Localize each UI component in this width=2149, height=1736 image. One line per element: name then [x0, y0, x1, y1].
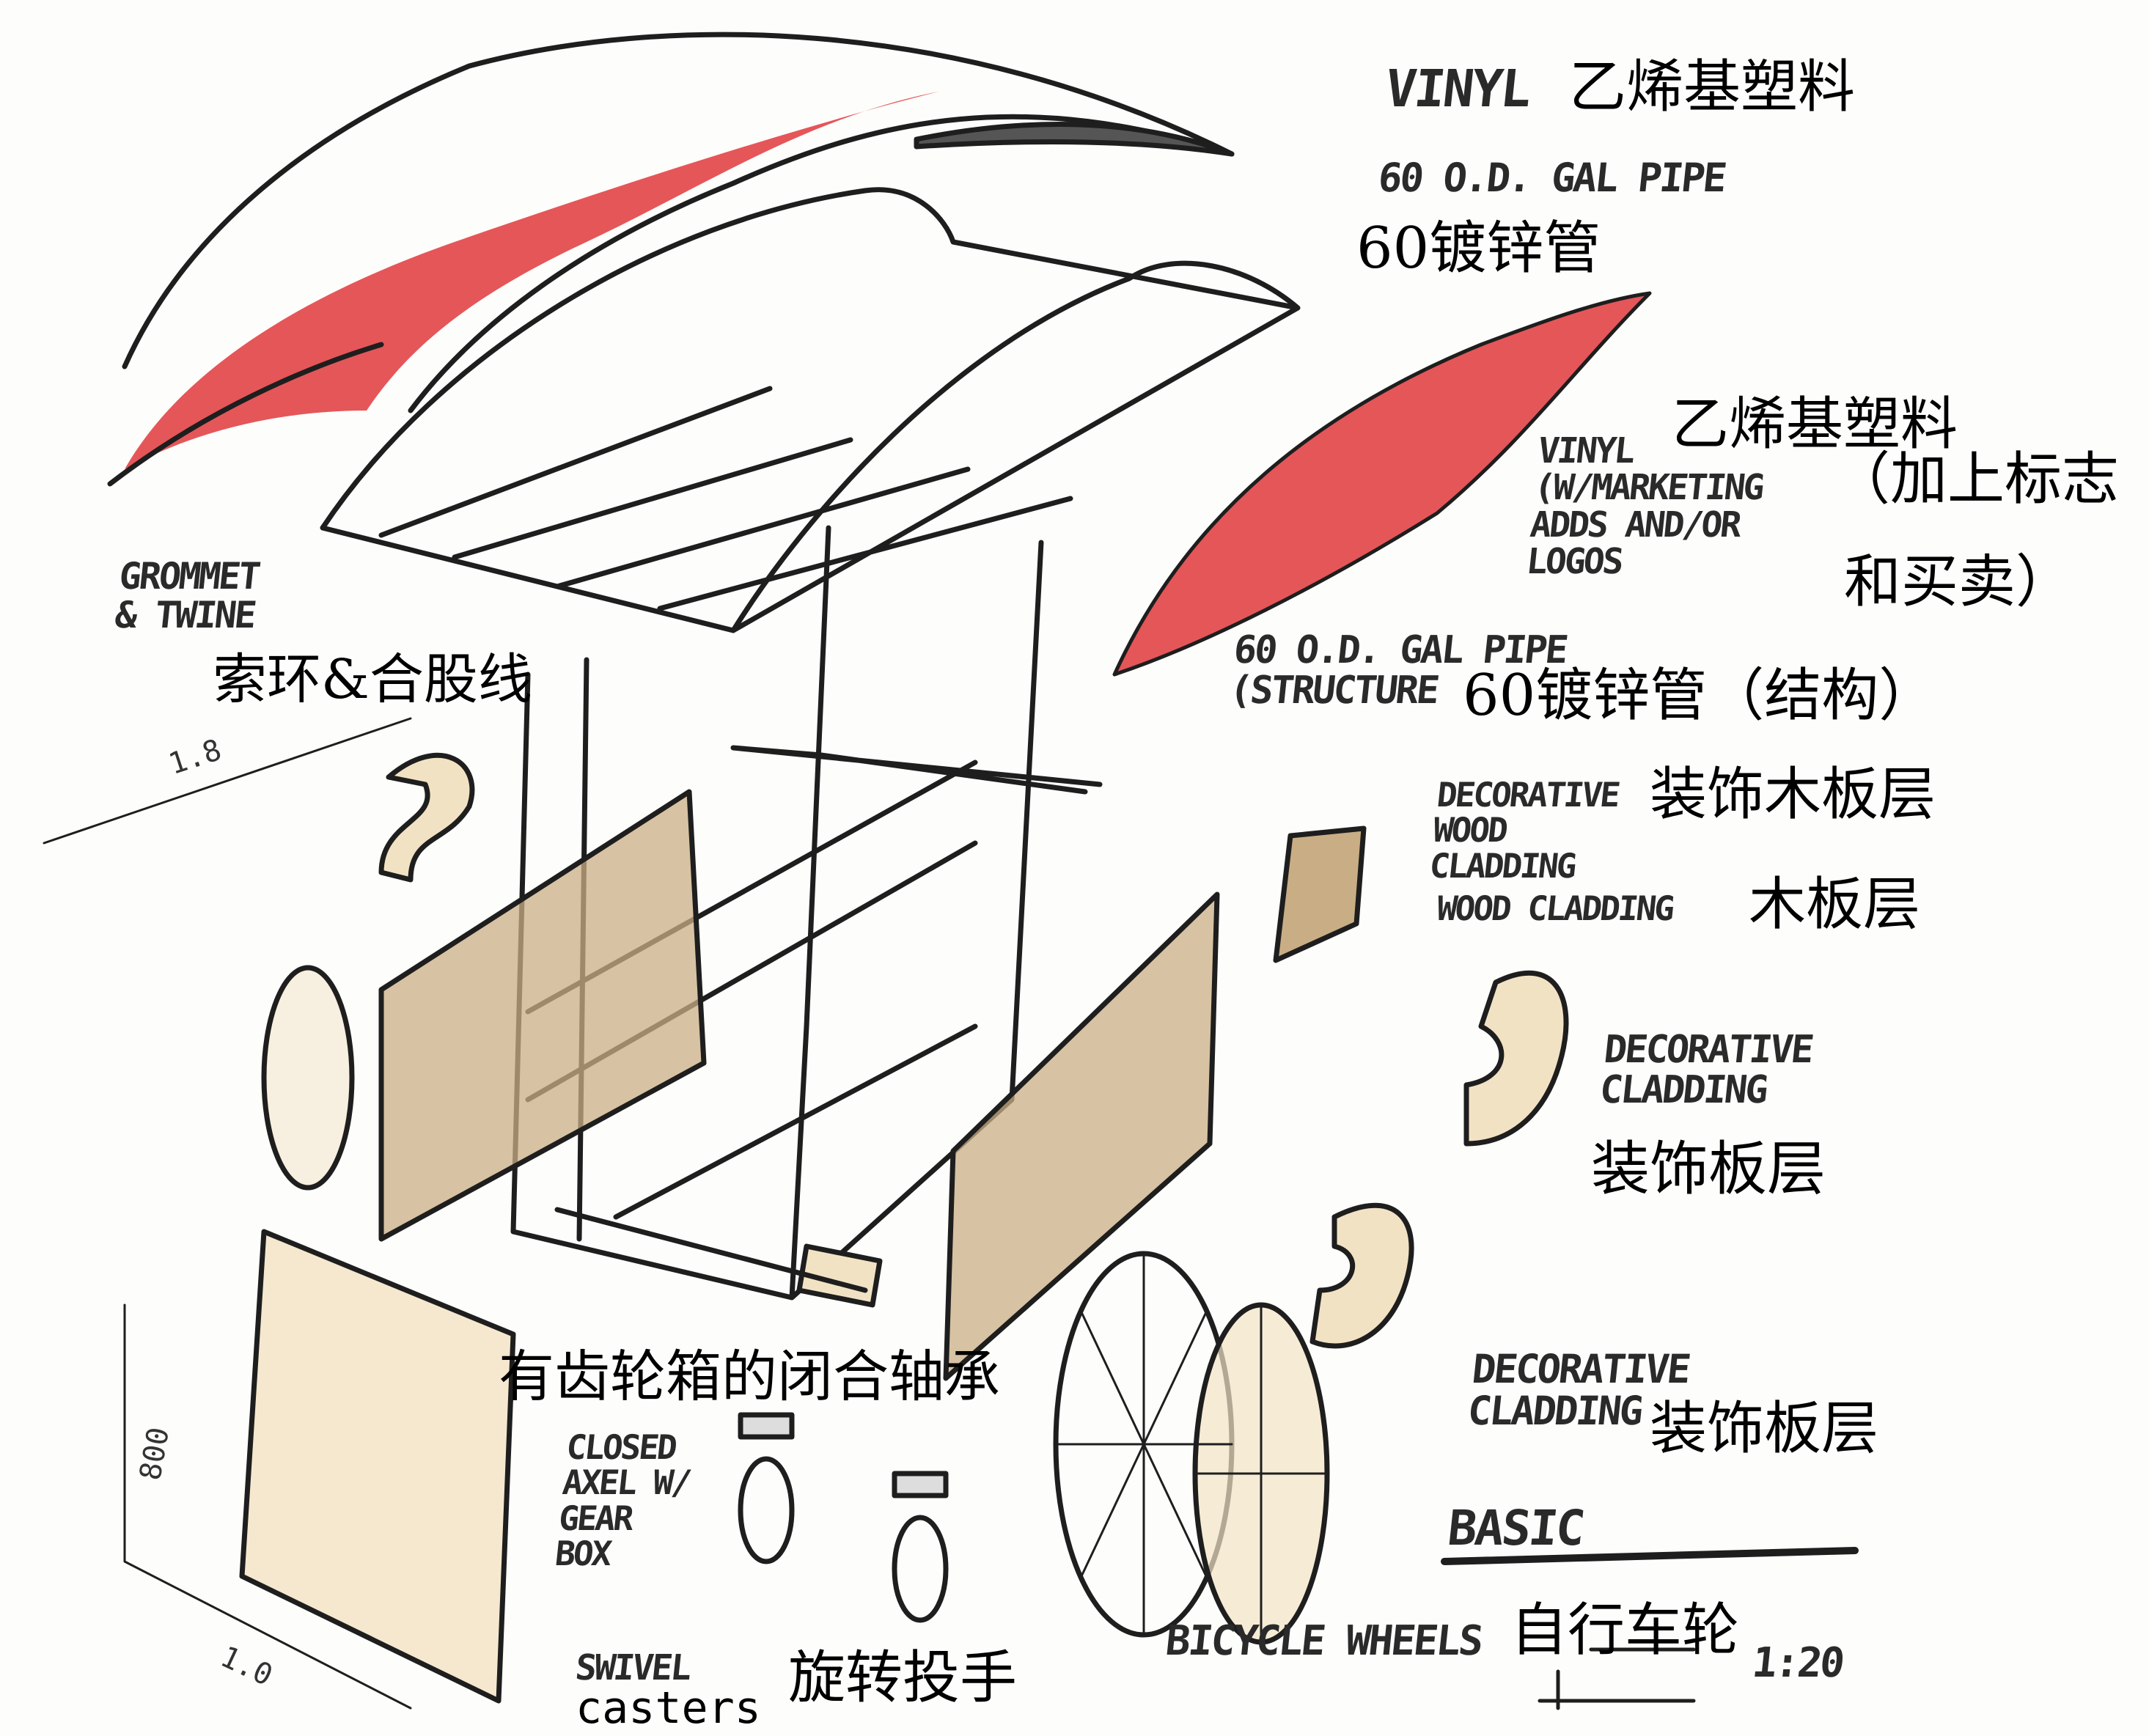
title-underline: [1441, 1547, 1859, 1565]
vinyl-canopy-outline: [122, 32, 1235, 413]
label-wheels-zh: 自行车轮: [1510, 1597, 1740, 1663]
title-basic: BASIC: [1444, 1500, 1586, 1556]
label-grommet-en: GROMMET & TWINE: [113, 555, 261, 636]
vinyl-edge: [914, 122, 1235, 157]
grommet-edge: [107, 342, 384, 487]
label-pipe-top-zh: 60镀锌管: [1356, 216, 1601, 282]
scale-bar: [1538, 1647, 1696, 1710]
vinyl-side-panel: [1112, 291, 1652, 677]
label-vinyl-side-zh1: 乙烯基塑料: [1672, 391, 1958, 457]
scale-label: 1:20: [1749, 1639, 1845, 1687]
label-vinyl-top-zh: 乙烯基塑料: [1569, 54, 1856, 120]
label-axle-zh: 有齿轮箱的闭合轴承: [499, 1344, 1000, 1409]
label-casters-en2: casters: [576, 1682, 761, 1734]
wood-cladding-front: [239, 1229, 516, 1704]
label-vinyl-side-zh2: （加上标志: [1833, 446, 2120, 512]
label-deco-cladding-1-zh: 装饰板层: [1591, 1135, 1826, 1203]
label-casters-zh: 旋转投手: [788, 1645, 1018, 1711]
deco-cladding-c: [1309, 1202, 1414, 1349]
label-vinyl-side-zh3: 和买卖）: [1844, 549, 2073, 615]
swivel-casters: [738, 1412, 949, 1623]
vinyl-canopy-top: [125, 92, 938, 469]
label-wood-cladding-en: WOOD CLADDING: [1435, 889, 1675, 928]
axle-gearbox: [554, 1207, 883, 1308]
label-pipe-structure-zh: 60镀锌管（结构）: [1463, 663, 1936, 729]
label-deco-wood-en: DECORATIVE WOOD CLADDING: [1428, 775, 1620, 886]
label-axle-en: CLOSED AXEL W/ GEAR BOX: [553, 1427, 692, 1573]
bicycle-wheel-left: [261, 965, 355, 1191]
deco-cladding-d: [1273, 825, 1367, 963]
wheel-spokes: [1054, 1252, 1329, 1644]
wood-cladding-left: [378, 789, 707, 1242]
label-grommet-zh: 索环&合股线: [213, 648, 532, 711]
label-wheels-en: BICYCLE WHEELS: [1163, 1617, 1484, 1665]
dimension-lines: [43, 717, 412, 1710]
label-casters-en: SWIVEL: [573, 1647, 692, 1688]
deco-cladding-b: [1463, 971, 1569, 1147]
wood-cladding-right: [943, 891, 1220, 1381]
label-deco-cladding-1-en: DECORATIVE CLADDING: [1598, 1028, 1815, 1112]
label-pipe-top-en: 60 O.D. GAL PIPE: [1375, 155, 1727, 201]
label-wood-cladding-zh: 木板层: [1749, 872, 1921, 938]
deco-cladding-a: [378, 752, 475, 883]
label-deco-wood-zh: 装饰木板层: [1650, 762, 1936, 828]
label-deco-cladding-2-zh: 装饰板层: [1650, 1396, 1879, 1462]
roof-frame: [320, 187, 1301, 633]
label-vinyl-top-en: VINYL: [1382, 59, 1533, 119]
